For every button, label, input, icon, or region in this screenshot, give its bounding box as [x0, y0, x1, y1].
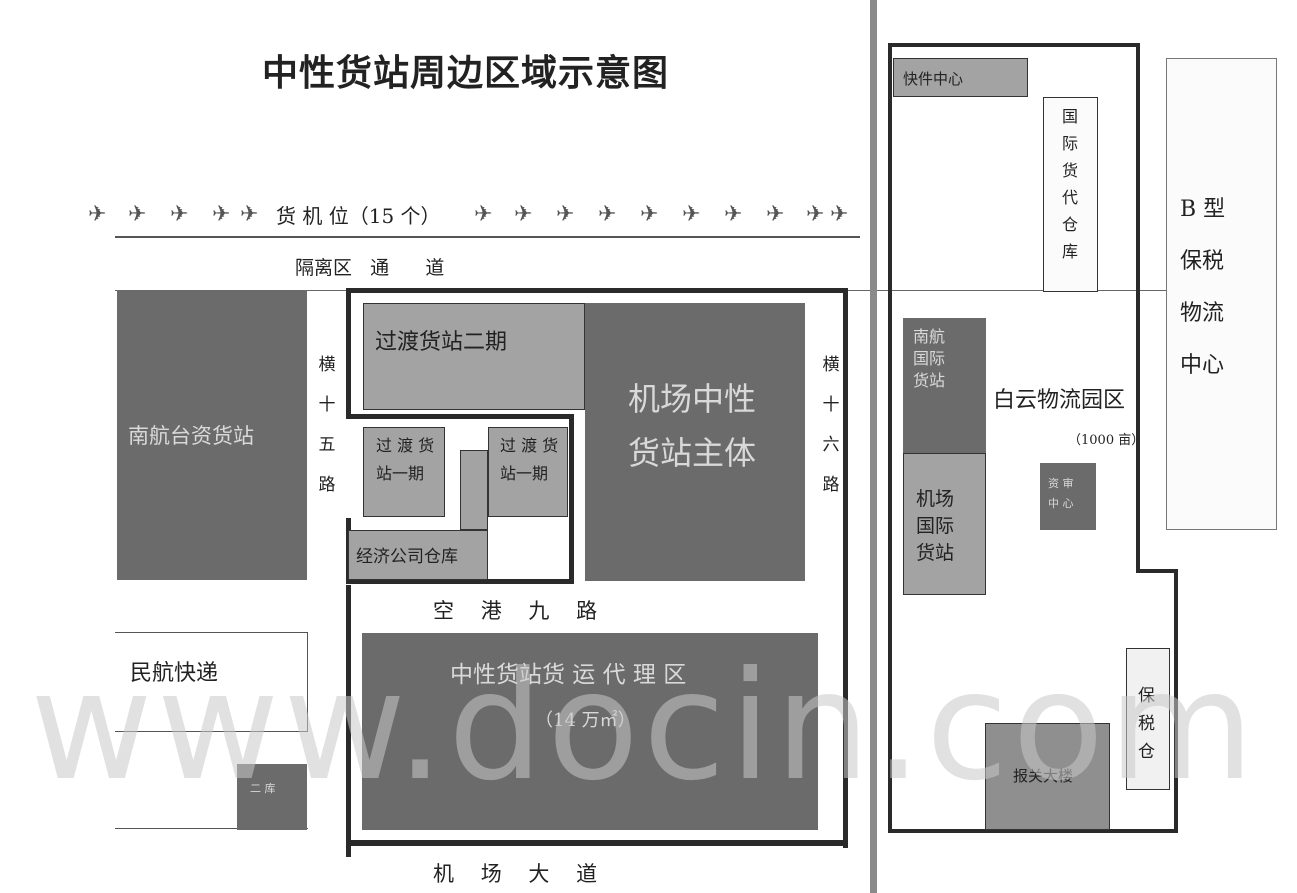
- airplane-icon: ✈: [514, 202, 533, 227]
- airplane-icon: ✈: [474, 202, 493, 227]
- airplane-icon: ✈: [88, 202, 107, 227]
- label-char: 库: [1061, 242, 1078, 261]
- jichang-avenue-label: 机 场 大 道: [433, 862, 598, 886]
- baoshui-label: 保 税 仓: [1138, 686, 1155, 762]
- airplane-icon: ✈: [128, 202, 147, 227]
- zone-border-bottom: [346, 840, 848, 846]
- minhang-label: 民航快递: [130, 661, 219, 686]
- main-station-block: [585, 303, 805, 581]
- baoshui-block: [1126, 648, 1170, 790]
- divider-line: [870, 0, 877, 893]
- konggang-road-label: 空 港 九 路: [433, 599, 598, 623]
- zone-border-right: [843, 288, 848, 848]
- guodu1a-label: 过 渡 货 站一期: [376, 436, 435, 483]
- heng16-road: 横 十 六 路: [820, 345, 842, 505]
- guodu1b-block: [488, 427, 568, 517]
- road-char: 路: [822, 475, 840, 495]
- btype-block: [1166, 58, 1277, 530]
- guodu1a-block: [363, 427, 445, 517]
- guodu2-block: [363, 303, 585, 410]
- airplane-icon: ✈: [598, 202, 617, 227]
- park-border-bottom: [888, 829, 1178, 833]
- jingji-label: 经济公司仓库: [356, 547, 458, 567]
- small-warehouse-label: 二 库: [250, 782, 276, 795]
- small-center-block: [1040, 463, 1096, 530]
- inner-border-top: [346, 414, 574, 419]
- airplane-icon: ✈: [556, 202, 575, 227]
- guoji-huodai-label: 国 际 货 代 仓 库: [1052, 103, 1088, 265]
- label-char: 货: [1061, 161, 1078, 180]
- map-title: 中性货站周边区域示意图: [262, 52, 670, 94]
- minhang-block: [115, 632, 308, 732]
- airplane-icon: ✈: [240, 202, 259, 227]
- agent-zone-area: （14 万㎡）: [535, 710, 636, 731]
- road-char: 十: [822, 395, 840, 415]
- park-border-right-upper: [1136, 43, 1140, 573]
- inner-border-right: [569, 414, 574, 584]
- jichang-guoji-block: [903, 453, 986, 595]
- kuaijian-block: [893, 58, 1028, 97]
- btype-label: B 型 保税 物流 中心: [1180, 197, 1226, 378]
- cargo-stands-label: 货 机 位（15 个）: [272, 200, 445, 229]
- nanhang-guoji-label: 南航 国际 货站: [913, 327, 946, 390]
- jingji-block: [348, 530, 488, 580]
- nanhang-guoji-block: [903, 318, 986, 453]
- road-char: 五: [318, 435, 336, 455]
- road-char: 横: [822, 355, 840, 375]
- baiyun-area: （1000 亩）: [1068, 433, 1145, 448]
- baoguan-block: [985, 723, 1110, 830]
- park-border-left: [888, 43, 892, 833]
- baoguan-label: 报关大楼: [1013, 767, 1074, 785]
- label-char: 国: [1061, 107, 1078, 126]
- road-char: 路: [318, 475, 336, 495]
- airplane-icon: ✈: [830, 202, 849, 227]
- left-bottom-line: [115, 828, 308, 829]
- agent-zone-block: [362, 633, 818, 830]
- jichang-guoji-label: 机场 国际 货站: [916, 488, 955, 564]
- airplane-icon: ✈: [682, 202, 701, 227]
- airplane-icon: ✈: [806, 202, 825, 227]
- watermark: www.docin.com: [30, 640, 1259, 814]
- small-center-label: 资 审 中 心: [1048, 477, 1074, 510]
- airplane-icon: ✈: [212, 202, 231, 227]
- main-station-label: 机场中性 货站主体: [628, 380, 757, 472]
- park-border-top: [888, 43, 1140, 47]
- inner-border-bottom: [346, 579, 574, 584]
- label-char: 仓: [1061, 215, 1078, 234]
- label-char: 代: [1061, 188, 1078, 207]
- road-char: 六: [822, 435, 840, 455]
- connector-block: [460, 450, 488, 530]
- airplane-icon: ✈: [640, 202, 659, 227]
- zone-border-left-upper: [346, 288, 351, 418]
- label-char: 际: [1061, 134, 1078, 153]
- zone-border-left-lower: [346, 585, 351, 857]
- airplane-icon: ✈: [170, 202, 189, 227]
- guodu2-label: 过渡货站二期: [375, 330, 508, 355]
- park-border-right-lower: [1174, 569, 1178, 833]
- nanhang-tai-block: [117, 290, 307, 580]
- nanhang-tai-label: 南航台资货站: [128, 424, 254, 448]
- agent-zone-label: 中性货站货 运 代 理 区: [450, 662, 687, 688]
- stand-line: [115, 236, 860, 238]
- guodu1b-label: 过 渡 货 站一期: [500, 436, 559, 483]
- small-warehouse-block: [237, 764, 307, 830]
- road-char: 十: [318, 395, 336, 415]
- heng15-road: 横 十 五 路: [316, 345, 338, 505]
- park-border-step: [1136, 569, 1178, 573]
- kuaijian-label: 快件中心: [903, 70, 964, 88]
- airplane-icon: ✈: [724, 202, 743, 227]
- zone-border-top: [346, 288, 848, 293]
- isolation-road-label: 隔离区 通 道: [295, 257, 445, 279]
- baiyun-label: 白云物流园区: [993, 388, 1126, 413]
- road-char: 横: [318, 355, 336, 375]
- guoji-huodai-block: [1043, 97, 1098, 292]
- airplane-icon: ✈: [766, 202, 785, 227]
